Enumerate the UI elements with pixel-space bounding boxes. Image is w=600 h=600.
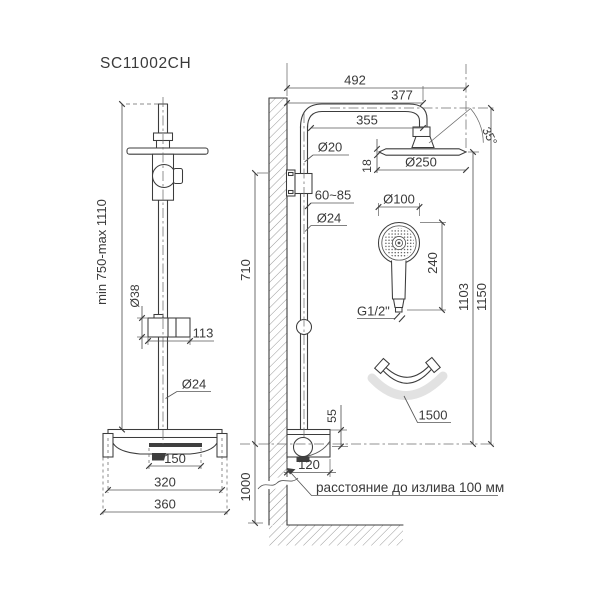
dim-deck-depth-label: 120 [298, 457, 320, 472]
wall-section [254, 97, 301, 526]
floor-section [269, 524, 404, 546]
hand-shower-thread [394, 306, 403, 313]
dim-handshower-diameter-label: Ø100 [383, 192, 415, 207]
side-dimensions: 492 377 355 Ø20 18 Ø250 35° 60~85 Ø24 Ø1… [283, 63, 500, 477]
wall-bracket [285, 169, 313, 197]
product-code-label: SC11002CH [100, 55, 191, 72]
spout-note: расстояние до излива 100 мм [286, 468, 504, 496]
dim-reach-head-label: 377 [391, 88, 413, 103]
front-rain-head [126, 132, 209, 155]
dim-handshower-length-label: 240 [425, 252, 440, 274]
dim-holder-diameter-label: Ø38 [128, 284, 142, 307]
note-label: расстояние до излива 100 мм [316, 480, 504, 495]
hand-shower [377, 221, 421, 313]
side-rain-head [377, 126, 468, 156]
dim-bracket-depth-label: 60~85 [315, 188, 352, 203]
dim-thread-label: G1/2" [357, 304, 390, 319]
dim-pipe-height-label: 710 [238, 259, 253, 281]
dim-arm-diameter-label: Ø20 [318, 140, 343, 155]
dim-arm-length-label: 355 [356, 113, 378, 128]
dim-reach-total-label: 492 [344, 73, 366, 88]
dim-deck-width-label: 320 [154, 475, 176, 490]
dim-total-height-label: 1150 [474, 283, 489, 311]
hand-shower-handle [390, 260, 407, 300]
dim-holder-width-label: 113 [193, 326, 214, 341]
dim-height-range-label: min 750-max 1110 [94, 199, 109, 305]
middle-dimensions: 710 1000 [238, 169, 268, 527]
dim-front-pipe-diameter-label: Ø24 [182, 377, 207, 392]
dim-height-to-head-label: 1103 [456, 283, 471, 311]
centerlines [162, 64, 494, 445]
front-diverter [151, 153, 184, 201]
side-spout [296, 456, 310, 462]
side-view [285, 103, 468, 462]
dim-total-width-label: 360 [154, 497, 176, 512]
dim-hose-length-label: 1500 [419, 408, 448, 423]
front-slider-holder [147, 313, 191, 338]
shower-hose [367, 356, 448, 400]
side-deck [286, 428, 331, 462]
front-dimensions: min 750-max 1110 Ø38 113 Ø24 150 320 360 [94, 100, 231, 516]
dim-deck-top-offset-label: 55 [325, 409, 339, 423]
front-spout-slot [149, 443, 202, 447]
hose-leader [403, 395, 451, 423]
tilt-angle-annotation: 35° [428, 108, 500, 148]
dim-deck-to-floor-label: 1000 [238, 473, 253, 502]
dim-head-diameter-label: Ø250 [405, 155, 437, 170]
dim-tilt-angle-label: 35° [479, 125, 500, 148]
dim-spout-width-label: 150 [164, 451, 186, 466]
front-temp-handle [152, 453, 166, 461]
note-arrow [286, 468, 296, 475]
dim-side-pipe-diameter-label: Ø24 [317, 211, 342, 226]
dim-head-thickness-label: 18 [360, 159, 374, 173]
